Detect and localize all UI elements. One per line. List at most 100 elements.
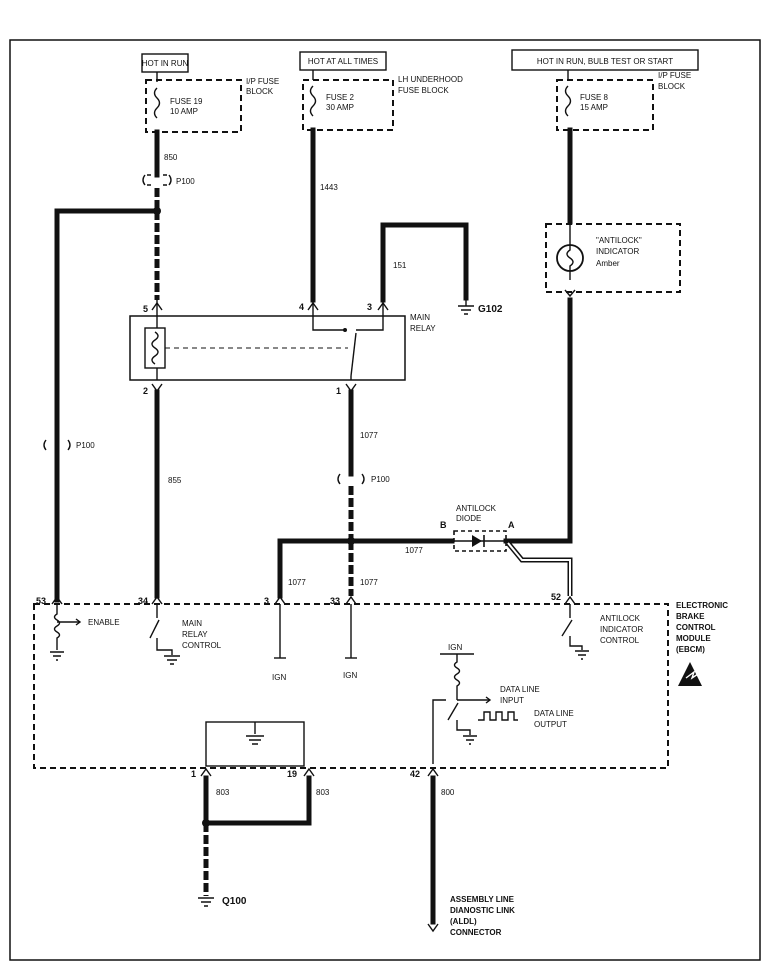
ebcm-module-label: ELECTRONIC BRAKE CONTROL MODULE (EBCM)	[676, 601, 728, 686]
wire-1077-pin3-label: 1077	[288, 578, 306, 587]
lh-underhood-line2: FUSE BLOCK	[398, 86, 449, 95]
fuse2-name: FUSE 2	[326, 93, 355, 102]
fuse8-name: FUSE 8	[580, 93, 609, 102]
q100-label: Q100	[222, 896, 247, 907]
wire-803-right	[203, 775, 312, 826]
wire-1443-label: 1443	[320, 183, 338, 192]
indicator-label-2: INDICATOR	[596, 247, 639, 256]
antilock-control-label-3: CONTROL	[600, 636, 640, 645]
connector-p100-mid: P100	[337, 473, 390, 485]
p100-top-label: P100	[176, 177, 195, 186]
relay-pin-1: 1	[336, 386, 341, 396]
ground-g102: G102	[458, 298, 503, 315]
ebcm-pin-52: 52	[551, 592, 561, 602]
relay-pin-3: 3	[367, 302, 372, 312]
wire-1077-pin33-label: 1077	[360, 578, 378, 587]
aldl-connector-label: ASSEMBLY LINE DIANOSTIC LINK (ALDL) CONN…	[450, 895, 515, 937]
ebcm-pin-1: 1	[191, 769, 196, 779]
enable-circuit: ENABLE	[50, 604, 120, 661]
antilock-diode: ANTILOCK DIODE B A	[440, 504, 515, 552]
wire-1077-pin3	[277, 538, 354, 599]
ign-label-1: IGN	[272, 673, 286, 682]
ebcm-pin-3: 3	[264, 596, 269, 606]
main-relay-control-label-1: MAIN	[182, 619, 202, 628]
wire-1077-horizontal-label: 1077	[405, 546, 423, 555]
antilock-control-label-2: INDICATOR	[600, 625, 643, 634]
connector-p100-left: P100	[43, 439, 95, 451]
ign-label-2: IGN	[343, 671, 357, 680]
module-label-1: ELECTRONIC	[676, 601, 728, 610]
wire-803-right-label: 803	[316, 788, 330, 797]
main-relay-label-2: RELAY	[410, 324, 436, 333]
fuse-block-2: FUSE 2 30 AMP LH UNDERHOOD FUSE BLOCK	[302, 75, 463, 131]
wire-800-label: 800	[441, 788, 455, 797]
g102-label: G102	[478, 304, 503, 315]
relay-pin-4: 4	[299, 302, 304, 312]
relay-pin-2: 2	[143, 386, 148, 396]
wire-1077-vertical-label: 1077	[360, 431, 378, 440]
fuse-block-1: FUSE 19 10 AMP I/P FUSE BLOCK	[145, 77, 279, 133]
data-line-output-label-2: OUTPUT	[534, 720, 567, 729]
header-hot-in-run: HOT IN RUN	[141, 53, 189, 73]
module-label-2: BRAKE	[676, 612, 705, 621]
ip-fuse-block-1-line2: BLOCK	[246, 87, 274, 96]
wire-855-label: 855	[168, 476, 182, 485]
ign-pin33: IGN	[343, 604, 357, 680]
ip-fuse-block-1-line1: I/P FUSE	[246, 77, 279, 86]
wire-enable-feed	[54, 208, 160, 443]
data-line-input-label-2: INPUT	[500, 696, 524, 705]
main-relay-control-switch: MAIN RELAY CONTROL	[149, 604, 222, 665]
relay-pins: 5 4 3 2 1	[143, 300, 389, 396]
diode-pin-b: B	[440, 520, 447, 530]
ebcm-pin-19: 19	[287, 769, 297, 779]
relay-pin-5: 5	[143, 304, 148, 314]
fuse8-rating: 15 AMP	[580, 103, 608, 112]
ebcm-pin-53: 53	[36, 596, 46, 606]
header-hot-in-run-bulb-test-text: HOT IN RUN, BULB TEST OR START	[537, 57, 673, 66]
aldl-label-4: CONNECTOR	[450, 928, 502, 937]
data-line-circuit: IGN DATA LINE INPUT DATA LINE OUTPUT	[432, 643, 574, 764]
diagram-frame	[9, 39, 761, 961]
lh-underhood-line1: LH UNDERHOOD	[398, 75, 463, 84]
fuse19-rating: 10 AMP	[170, 107, 198, 116]
main-relay-control-label-3: CONTROL	[182, 641, 222, 650]
ebcm-bottom-pins: 1 19 42	[191, 767, 439, 779]
ebcm-pin-33: 33	[330, 596, 340, 606]
ebcm-pins: 53 34 3 33 52	[36, 592, 576, 606]
enable-label: ENABLE	[88, 618, 120, 627]
header-hot-in-run-bulb-test: HOT IN RUN, BULB TEST OR START	[511, 49, 699, 71]
main-relay: MAIN RELAY	[129, 313, 436, 381]
indicator-label-1: "ANTILOCK"	[596, 236, 642, 245]
ebcm-pin-42: 42	[410, 769, 420, 779]
aldl-label-3: (ALDL)	[450, 917, 477, 926]
aldl-label-1: ASSEMBLY LINE	[450, 895, 515, 904]
header-hot-at-all-times: HOT AT ALL TIMES	[299, 51, 387, 71]
ip-fuse-block-2-line2: BLOCK	[658, 82, 686, 91]
esd-warning-icon	[678, 662, 702, 686]
antilock-indicator: "ANTILOCK" INDICATOR Amber	[545, 222, 681, 298]
diode-label-2: DIODE	[456, 514, 481, 523]
antilock-control-label-1: ANTILOCK	[600, 614, 641, 623]
aldl-label-2: DIANOSTIC LINK	[450, 906, 515, 915]
ground-q100: Q100	[198, 896, 247, 907]
module-label-4: MODULE	[676, 634, 711, 643]
ign-label-3: IGN	[448, 643, 462, 652]
header-hot-at-all-times-text: HOT AT ALL TIMES	[308, 57, 378, 66]
wire-850-label: 850	[164, 153, 178, 162]
module-label-3: CONTROL	[676, 623, 716, 632]
fuse19-name: FUSE 19	[170, 97, 203, 106]
ip-fuse-block-2-line1: I/P FUSE	[658, 71, 691, 80]
ebcm-pin-34: 34	[138, 596, 148, 606]
indicator-label-3: Amber	[596, 259, 620, 268]
p100-left-label: P100	[76, 441, 95, 450]
wire-151-label: 151	[393, 261, 407, 270]
main-relay-control-label-2: RELAY	[182, 630, 208, 639]
fuse-block-3: FUSE 8 15 AMP I/P FUSE BLOCK	[556, 71, 691, 131]
main-relay-label-1: MAIN	[410, 313, 430, 322]
ign-pin3: IGN	[272, 604, 286, 682]
module-label-5: (EBCM)	[676, 645, 705, 654]
p100-mid-label: P100	[371, 475, 390, 484]
data-line-input-label-1: DATA LINE	[500, 685, 540, 694]
antilock-indicator-control-switch: ANTILOCK INDICATOR CONTROL	[561, 604, 643, 660]
